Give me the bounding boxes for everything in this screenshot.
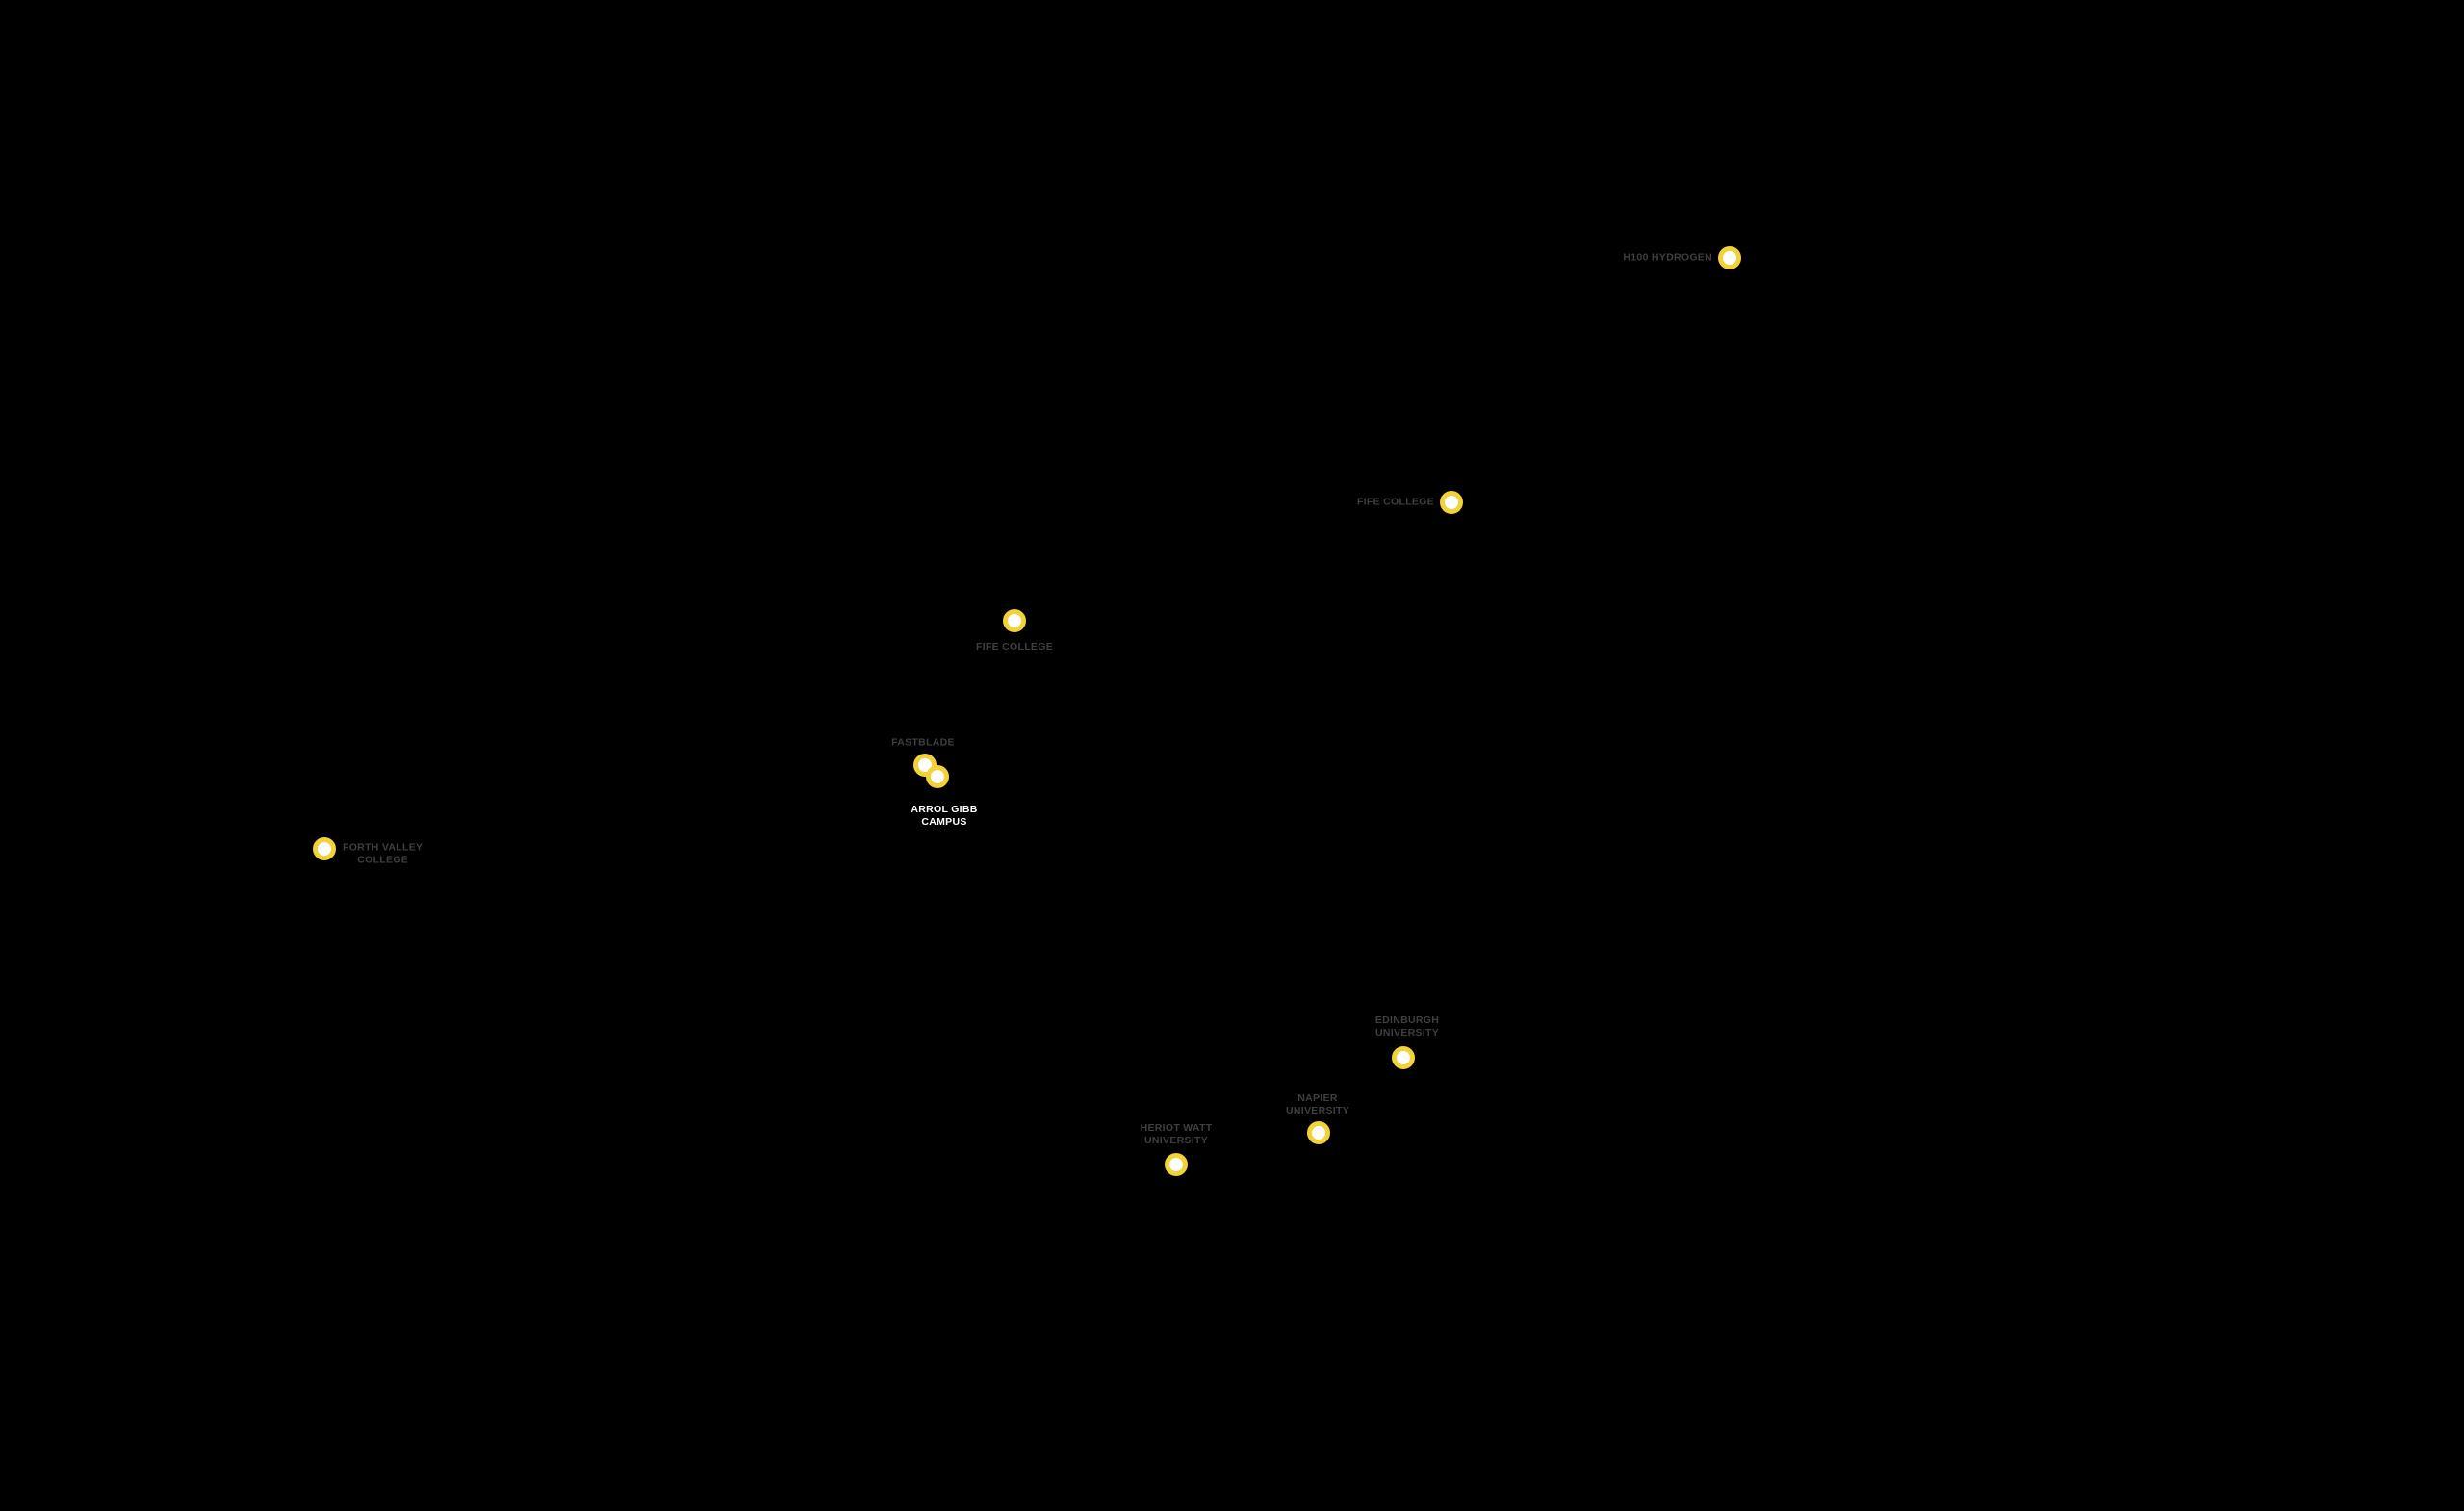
h100-hydrogen-dot-icon[interactable] bbox=[1718, 246, 1741, 269]
h100-hydrogen-label-line: H100 HYDROGEN bbox=[1623, 251, 1712, 264]
fife-college-east-label: FIFE COLLEGE bbox=[1357, 497, 1434, 509]
forth-valley-college-label-line: COLLEGE bbox=[357, 854, 409, 865]
forth-valley-college-label-line: FORTH VALLEY bbox=[343, 841, 424, 854]
fastblade-label: FASTBLADE bbox=[891, 736, 955, 749]
heriot-watt-university-label-line: HERIOT WATT bbox=[1140, 1121, 1213, 1134]
edinburgh-university-label-line: UNIVERSITY bbox=[1374, 1026, 1440, 1038]
fife-college-east-label-line: FIFE COLLEGE bbox=[1356, 496, 1434, 508]
fastblade-label-line: FASTBLADE bbox=[891, 736, 955, 749]
napier-university-label-line: UNIVERSITY bbox=[1285, 1104, 1350, 1116]
heriot-watt-university-label-line: UNIVERSITY bbox=[1143, 1134, 1209, 1146]
napier-university-label-line: NAPIER bbox=[1297, 1091, 1338, 1104]
arrol-gibb-campus-dot-icon[interactable] bbox=[926, 765, 949, 788]
h100-hydrogen-label: H100 HYDROGEN bbox=[1623, 252, 1712, 265]
fife-college-west-label-line: FIFE COLLEGE bbox=[975, 641, 1054, 653]
fife-college-east-dot-icon[interactable] bbox=[1440, 491, 1463, 514]
fife-college-west-label: FIFE COLLEGE bbox=[976, 641, 1053, 653]
forth-valley-college-dot-icon[interactable] bbox=[313, 837, 336, 860]
fife-college-west-dot-icon[interactable] bbox=[1003, 609, 1026, 632]
edinburgh-university-label-line: EDINBURGH bbox=[1374, 1013, 1440, 1026]
edinburgh-university-dot-icon[interactable] bbox=[1392, 1046, 1415, 1069]
arrol-gibb-campus-label-line: ARROL GIBB bbox=[911, 804, 978, 815]
heriot-watt-university-dot-icon[interactable] bbox=[1165, 1153, 1188, 1176]
arrol-gibb-campus-label-line: CAMPUS bbox=[921, 815, 967, 828]
napier-university-dot-icon[interactable] bbox=[1307, 1121, 1330, 1144]
